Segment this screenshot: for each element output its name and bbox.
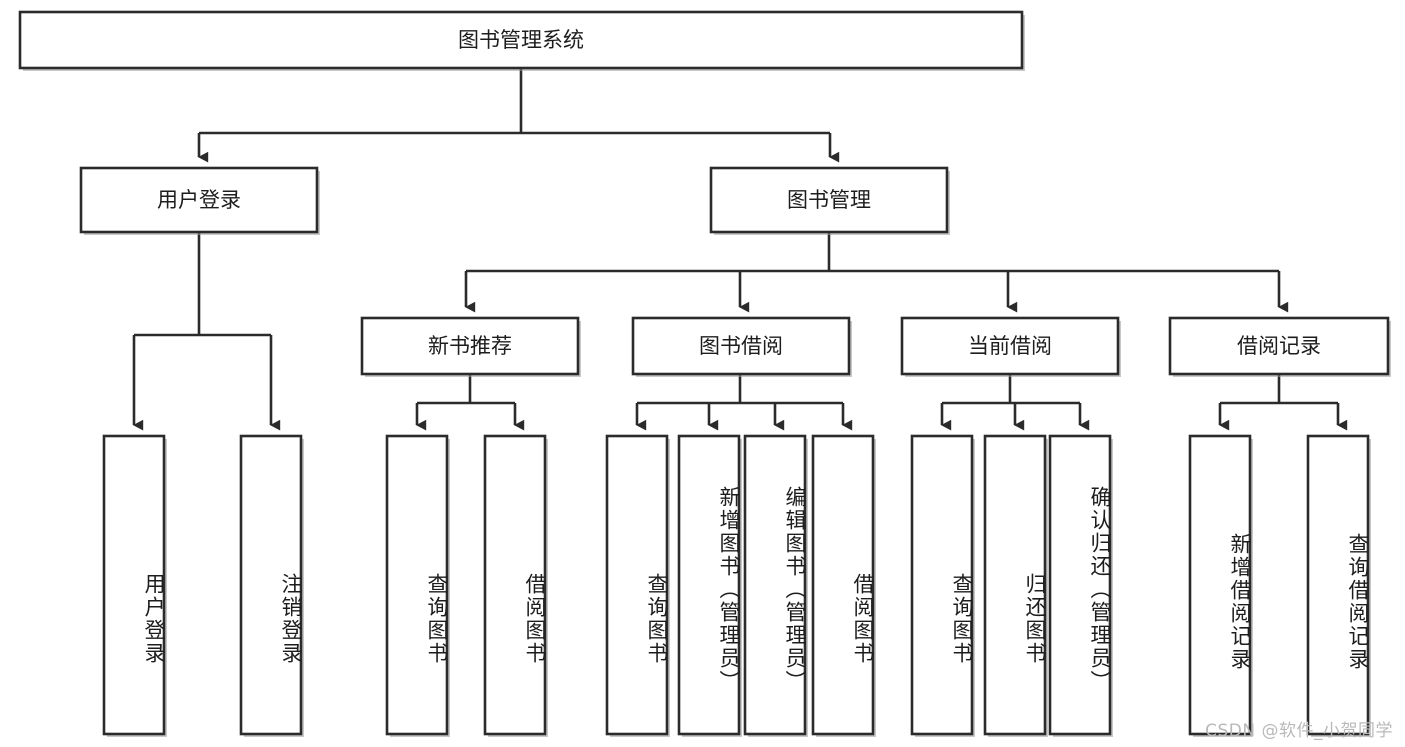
leaf-add-book-rect[interactable] (677, 434, 741, 736)
node-borrow-record-rect[interactable] (1168, 316, 1390, 376)
node-book-manage-rect[interactable] (709, 166, 949, 234)
leaf-edit-book-rect[interactable] (743, 434, 807, 736)
leaf-logout-login-rect[interactable] (239, 434, 303, 736)
node-book-borrow-label: 图书借阅 (699, 334, 783, 358)
node-root-label: 图书管理系统 (458, 28, 584, 52)
leaf-borrow-book-2-rect[interactable] (811, 434, 875, 736)
node-book-borrow-rect[interactable] (631, 316, 851, 376)
node-current-borrow-label: 当前借阅 (968, 334, 1052, 358)
leaf-confirm-return-rect[interactable] (1048, 434, 1112, 736)
node-new-book-recommend[interactable]: 新书推荐 (360, 316, 581, 377)
leaf-query-book-1-rect[interactable] (385, 434, 449, 736)
node-book-borrow[interactable]: 图书借阅 (631, 316, 852, 377)
node-user-login-label: 用户登录 (157, 188, 241, 212)
node-book-manage[interactable]: 图书管理 (709, 166, 950, 235)
node-user-login[interactable]: 用户登录 (79, 166, 320, 235)
leaf-return-book-rect[interactable] (983, 434, 1047, 736)
leaf-query-book-3-rect[interactable] (910, 434, 974, 736)
node-root-rect[interactable] (18, 10, 1024, 70)
node-root[interactable]: 图书管理系统 (18, 10, 1025, 71)
leaf-query-book-2-rect[interactable] (605, 434, 669, 736)
leaf-node-group (102, 434, 1371, 737)
node-user-login-rect[interactable] (79, 166, 319, 234)
node-current-borrow-rect[interactable] (900, 316, 1120, 376)
leaf-query-borrow-record-rect[interactable] (1306, 434, 1370, 736)
node-current-borrow[interactable]: 当前借阅 (900, 316, 1121, 377)
csdn-watermark: CSDN @软件_小贺同学 (1205, 721, 1393, 741)
node-borrow-record[interactable]: 借阅记录 (1168, 316, 1391, 377)
node-new-book-recommend-label: 新书推荐 (428, 334, 512, 358)
node-book-manage-label: 图书管理 (787, 188, 871, 212)
node-new-book-recommend-rect[interactable] (360, 316, 580, 376)
leaf-borrow-book-1-rect[interactable] (483, 434, 547, 736)
node-borrow-record-label: 借阅记录 (1237, 334, 1321, 358)
connector-group (132, 68, 1348, 431)
leaf-add-borrow-record-rect[interactable] (1188, 434, 1252, 736)
leaf-user-login-rect[interactable] (102, 434, 166, 736)
